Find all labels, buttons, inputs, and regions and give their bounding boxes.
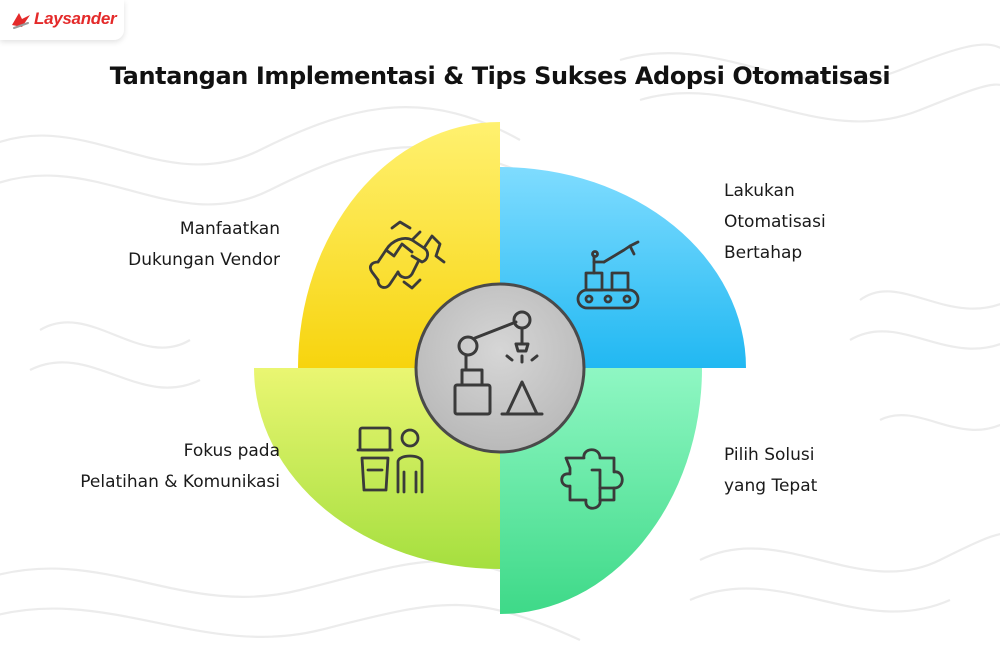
conveyor-robot-icon [576,240,640,310]
label-top-left-line-1: Manfaatkan [179,219,280,239]
brand-logo[interactable]: Laysander [0,0,124,40]
puzzle-icon [560,448,624,510]
label-bottom-right-line-1: Pilih Solusi [724,445,815,465]
center-circle [414,282,586,454]
brand-name: Laysander [34,9,117,28]
label-top-left-line-2: Dukungan Vendor [128,250,280,270]
label-top-right-line-3: Bertahap [724,243,803,263]
training-icon [356,426,424,494]
label-bottom-left: Fokus pada Pelatihan & Komunikasi [20,436,280,498]
label-bottom-left-line-1: Fokus pada [183,441,280,461]
handshake-icon [369,220,446,290]
label-bottom-right-line-2: yang Tepat [724,476,818,496]
label-top-right-line-2: Otomatisasi [724,212,826,232]
page-title: Tantangan Implementasi & Tips Sukses Ado… [109,62,891,90]
label-bottom-right: Pilih Solusi yang Tepat [724,440,944,502]
robot-arm-icon [453,310,544,416]
label-bottom-left-line-2: Pelatihan & Komunikasi [80,472,280,492]
brand-mark-icon [12,13,30,29]
label-top-right-line-1: Lakukan [724,181,795,201]
label-top-left: Manfaatkan Dukungan Vendor [60,214,280,276]
label-top-right: Lakukan Otomatisasi Bertahap [724,176,944,269]
